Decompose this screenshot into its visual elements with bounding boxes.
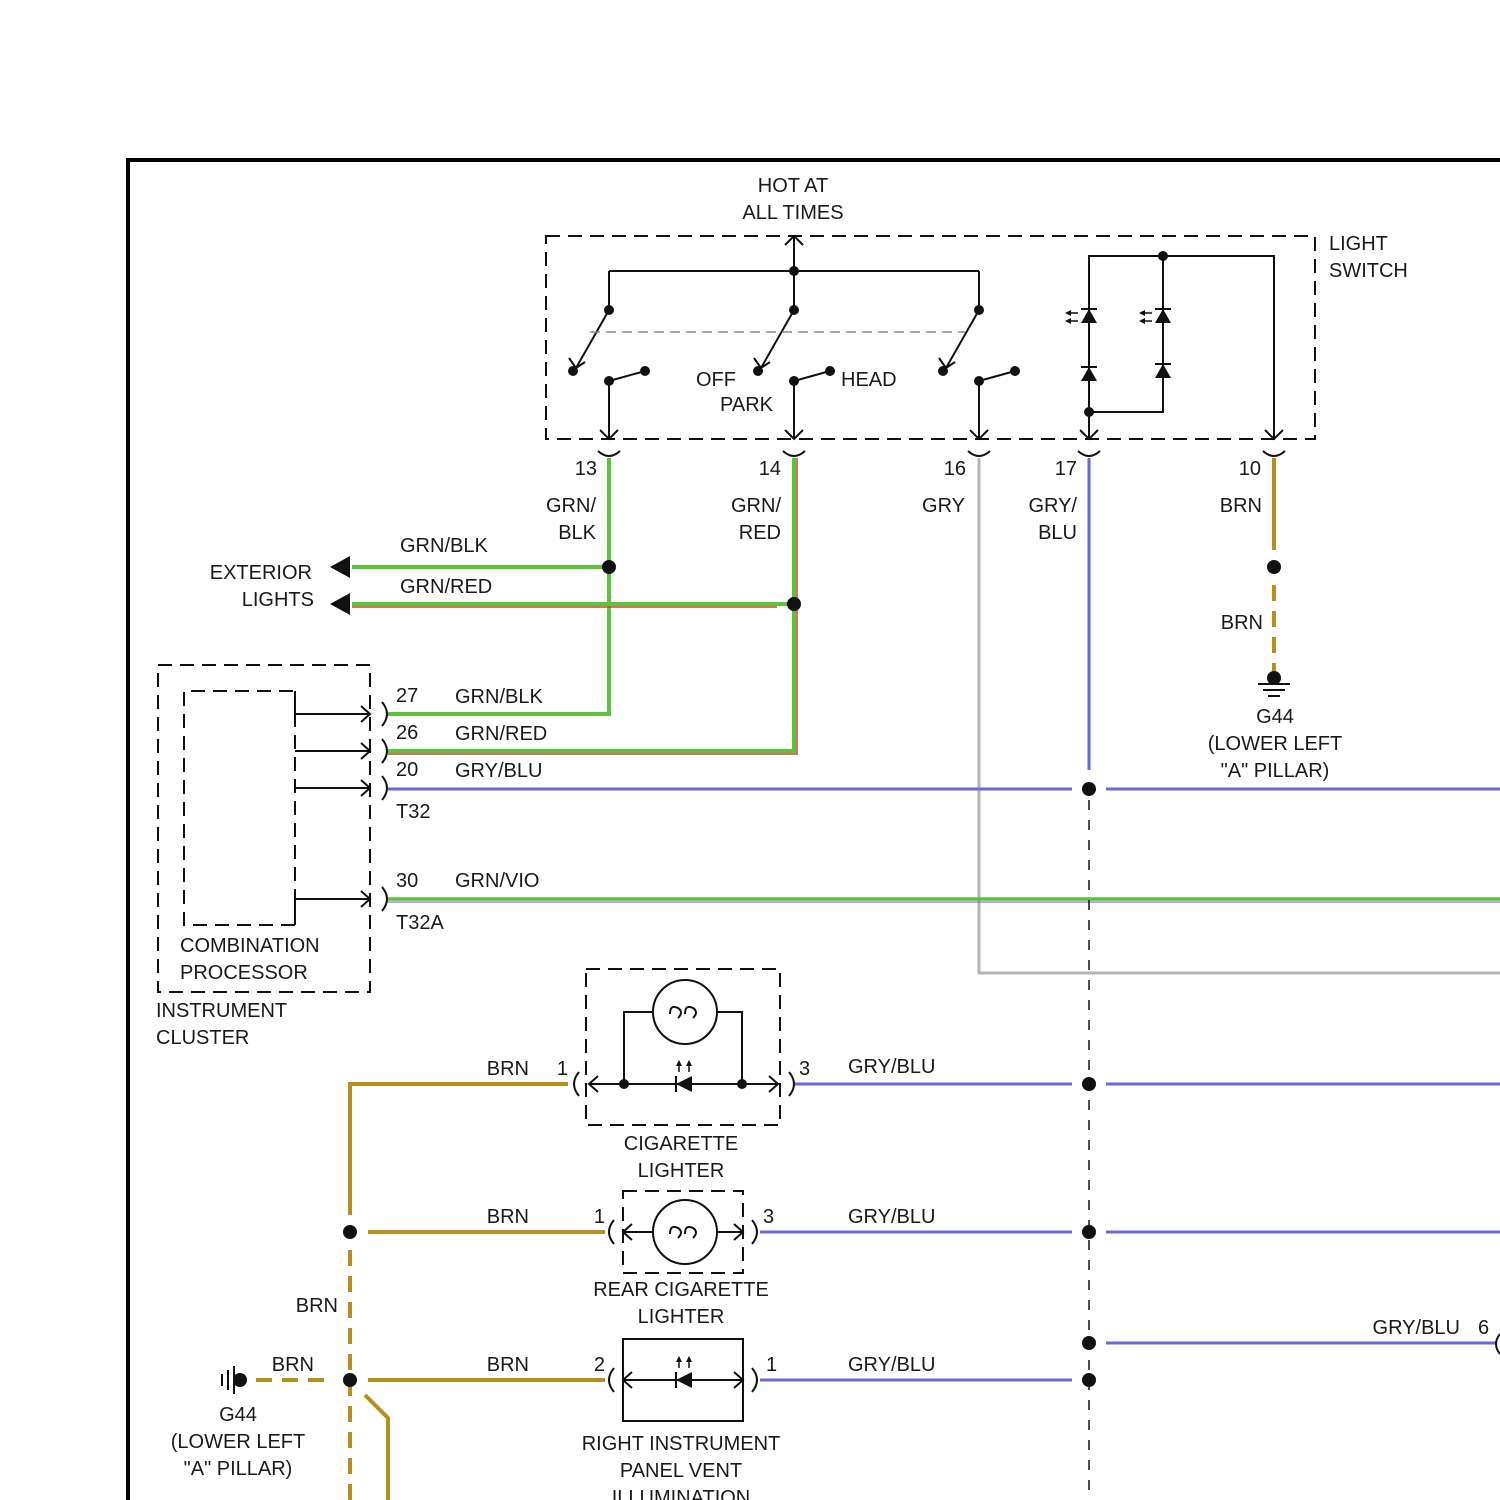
wire-10-label: BRN	[1220, 495, 1262, 517]
switch-connectors	[598, 451, 1285, 456]
led-icon	[1065, 251, 1171, 417]
wire-17-label-1: GRY/	[1028, 495, 1077, 517]
brn-vertical-label: BRN	[296, 1295, 338, 1317]
cluster-pin-20: 20	[396, 759, 418, 781]
ipv-label-2: PANEL VENT	[620, 1460, 742, 1482]
ground-left-icon	[222, 1366, 234, 1394]
ipv-label-3: ILLUMINATION	[612, 1487, 751, 1500]
wire-brn-down	[365, 1395, 388, 1500]
ground-left-loc-1: (LOWER LEFT	[171, 1431, 305, 1453]
cluster-pin-30: 30	[396, 870, 418, 892]
processor-label-1: COMBINATION	[180, 935, 320, 957]
rear-cig-label-2: LIGHTER	[638, 1306, 725, 1328]
ground-right-wire: BRN	[1221, 612, 1263, 634]
cig-pin-left: 1	[557, 1058, 568, 1080]
pin-17: 17	[1055, 458, 1077, 480]
wire-13-label-2: BLK	[558, 522, 596, 544]
ground-left-name: G44	[219, 1404, 257, 1426]
exterior-arrow-2	[330, 593, 350, 615]
pin-10: 10	[1239, 458, 1261, 480]
rear-cig-wire-right: GRY/BLU	[848, 1206, 935, 1228]
cig-label-2: LIGHTER	[638, 1160, 725, 1182]
ipv-pin-right: 1	[766, 1354, 777, 1376]
cluster-inputs	[295, 691, 387, 925]
cigarette-lighter: 1 3 BRN GRY/BLU CIGARETTE LIGHTER	[487, 969, 936, 1182]
wire-brn-cig	[350, 1084, 568, 1215]
hot-label-2: ALL TIMES	[742, 202, 843, 224]
processor-label-2: PROCESSOR	[180, 962, 308, 984]
ground-icon	[1258, 684, 1290, 696]
cig-led-icon	[676, 1060, 692, 1092]
ground-right-name: G44	[1256, 706, 1294, 728]
cluster-wire-30: GRN/VIO	[455, 870, 539, 892]
cluster-conn-t32: T32	[396, 801, 430, 823]
wire-16-label: GRY	[922, 495, 965, 517]
right-instrument-panel-vent: 2 1 BRN GRY/BLU RIGHT INSTRUMENT PANEL V…	[487, 1339, 936, 1500]
ground-left: BRN G44 (LOWER LEFT "A" PILLAR)	[171, 1354, 314, 1480]
wire-17-label-2: BLU	[1038, 522, 1077, 544]
rear-cigarette-lighter: 1 3 BRN GRY/BLU REAR CIGARETTE LIGHTER	[487, 1191, 936, 1328]
pin-16: 16	[944, 458, 966, 480]
cluster-pin-27: 27	[396, 685, 418, 707]
rear-cig-wire-left: BRN	[487, 1206, 529, 1228]
cluster-wire-26: GRN/RED	[455, 723, 547, 745]
cig-wire-left: BRN	[487, 1058, 529, 1080]
ground-right-loc-1: (LOWER LEFT	[1208, 733, 1342, 755]
pos-off-label: OFF	[696, 369, 736, 391]
ground-left-loc-2: "A" PILLAR)	[184, 1458, 293, 1480]
ground-left-wire: BRN	[272, 1354, 314, 1376]
wire-14-label-2: RED	[739, 522, 781, 544]
rear-cig-pin-left: 1	[594, 1206, 605, 1228]
light-switch-label-2: SWITCH	[1329, 260, 1408, 282]
exterior-wire-1: GRN/BLK	[400, 535, 488, 557]
pos-park-label: PARK	[720, 394, 774, 416]
exterior-arrow-1	[330, 556, 350, 578]
light-switch: HOT AT ALL TIMES LIGHT SWITCH	[546, 175, 1408, 439]
wire-13-label-1: GRN/	[546, 495, 596, 517]
ipv-wire-right: GRY/BLU	[848, 1354, 935, 1376]
cluster-label-1: INSTRUMENT	[156, 1000, 287, 1022]
ipv-label-1: RIGHT INSTRUMENT	[582, 1433, 781, 1455]
cluster-conn-t32a: T32A	[396, 912, 444, 934]
cluster-label-2: CLUSTER	[156, 1027, 249, 1049]
exterior-label-1: EXTERIOR	[210, 562, 312, 584]
exterior-label-2: LIGHTS	[242, 589, 314, 611]
ipv-wire-left: BRN	[487, 1354, 529, 1376]
cluster-wire-27: GRN/BLK	[455, 686, 543, 708]
right-branch-wire: GRY/BLU	[1373, 1317, 1460, 1339]
pos-head-label: HEAD	[841, 369, 897, 391]
light-switch-box	[546, 236, 1315, 439]
rear-cig-pin-right: 3	[763, 1206, 774, 1228]
right-branch-pin: 6	[1478, 1317, 1489, 1339]
cig-label-1: CIGARETTE	[624, 1133, 738, 1155]
pin-13: 13	[575, 458, 597, 480]
cluster-wire-20: GRY/BLU	[455, 760, 542, 782]
pin-14: 14	[759, 458, 781, 480]
exterior-wire-2: GRN/RED	[400, 576, 492, 598]
light-switch-label-1: LIGHT	[1329, 233, 1388, 255]
instrument-cluster: 27 GRN/BLK 26 GRN/RED 20 GRY/BLU T32 30 …	[156, 665, 547, 1049]
ipv-led-icon	[676, 1356, 692, 1388]
wire-14-label-1: GRN/	[731, 495, 781, 517]
ipv-pin-left: 2	[594, 1354, 605, 1376]
rear-cig-label-1: REAR CIGARETTE	[593, 1279, 769, 1301]
cig-wire-right: GRY/BLU	[848, 1056, 935, 1078]
cig-box	[586, 969, 780, 1125]
hot-label-1: HOT AT	[758, 175, 828, 197]
cluster-pin-26: 26	[396, 722, 418, 744]
processor-box	[184, 691, 295, 925]
ground-right-loc-2: "A" PILLAR)	[1221, 760, 1330, 782]
cig-pin-right: 3	[799, 1058, 810, 1080]
wires	[256, 458, 1500, 1500]
